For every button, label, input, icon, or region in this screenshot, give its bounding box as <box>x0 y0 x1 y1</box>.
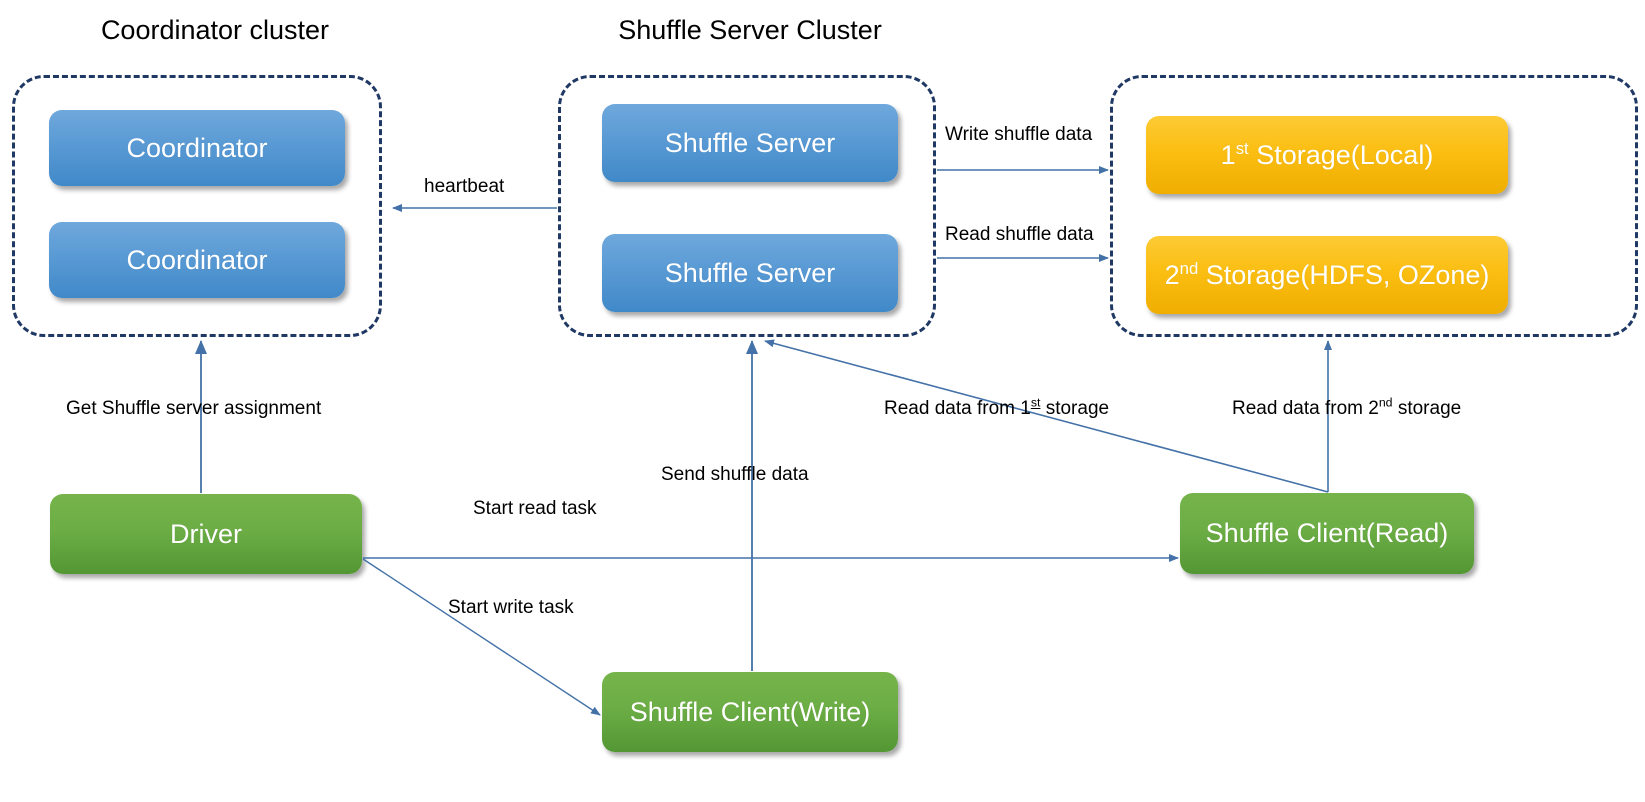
node-coordinator-2-label: Coordinator <box>126 244 268 275</box>
storage-cluster-container <box>1110 75 1638 337</box>
edge-label-read-shuffle-data: Read shuffle data <box>945 224 1094 245</box>
edge-read-data-from-1st-storage-arrow <box>764 339 1329 493</box>
shuffle-server-cluster-title: Shuffle Server Cluster <box>618 15 882 45</box>
node-shuffle-server-1-label: Shuffle Server <box>664 127 836 158</box>
node-shuffle-server-2[interactable]: Shuffle Server <box>602 234 898 312</box>
edge-label-start-read-task: Start read task <box>473 498 597 519</box>
node-storage-1-label: 1st Storage(Local) <box>1220 138 1434 170</box>
edge-label-read-data-from-2nd-storage: Read data from 2nd storage <box>1232 395 1462 419</box>
edge-label-send-shuffle-data: Send shuffle data <box>661 464 809 485</box>
edge-label-get-shuffle-server-assignment: Get Shuffle server assignment <box>66 398 322 419</box>
edge-label-heartbeat: heartbeat <box>424 176 505 197</box>
edge-start-write-task-arrow <box>362 558 601 716</box>
node-coordinator-1-label: Coordinator <box>126 132 268 163</box>
coordinator-cluster-container <box>12 75 382 337</box>
node-shuffle-client-write-label: Shuffle Client(Write) <box>629 696 871 727</box>
node-shuffle-server-1[interactable]: Shuffle Server <box>602 104 898 182</box>
node-coordinator-1[interactable]: Coordinator <box>49 110 345 186</box>
node-coordinator-2[interactable]: Coordinator <box>49 222 345 298</box>
node-shuffle-client-read[interactable]: Shuffle Client(Read) <box>1180 493 1474 574</box>
edge-label-start-write-task: Start write task <box>448 597 574 618</box>
node-shuffle-client-write[interactable]: Shuffle Client(Write) <box>602 672 898 752</box>
shuffle-server-cluster-container <box>558 75 936 337</box>
edge-label-write-shuffle-data: Write shuffle data <box>945 124 1093 145</box>
edge-label-read-data-from-1st-storage: Read data from 1st storage <box>884 395 1110 419</box>
node-storage-2-label: 2nd Storage(HDFS, OZone) <box>1164 258 1490 290</box>
node-shuffle-client-read-label: Shuffle Client(Read) <box>1205 518 1449 548</box>
node-driver[interactable]: Driver <box>50 494 362 574</box>
node-storage-2[interactable]: 2nd Storage(HDFS, OZone) <box>1146 236 1508 314</box>
coordinator-cluster-title: Coordinator cluster <box>100 15 330 45</box>
node-driver-label: Driver <box>170 518 242 549</box>
node-storage-1[interactable]: 1st Storage(Local) <box>1146 116 1508 194</box>
node-shuffle-server-2-label: Shuffle Server <box>664 257 836 288</box>
